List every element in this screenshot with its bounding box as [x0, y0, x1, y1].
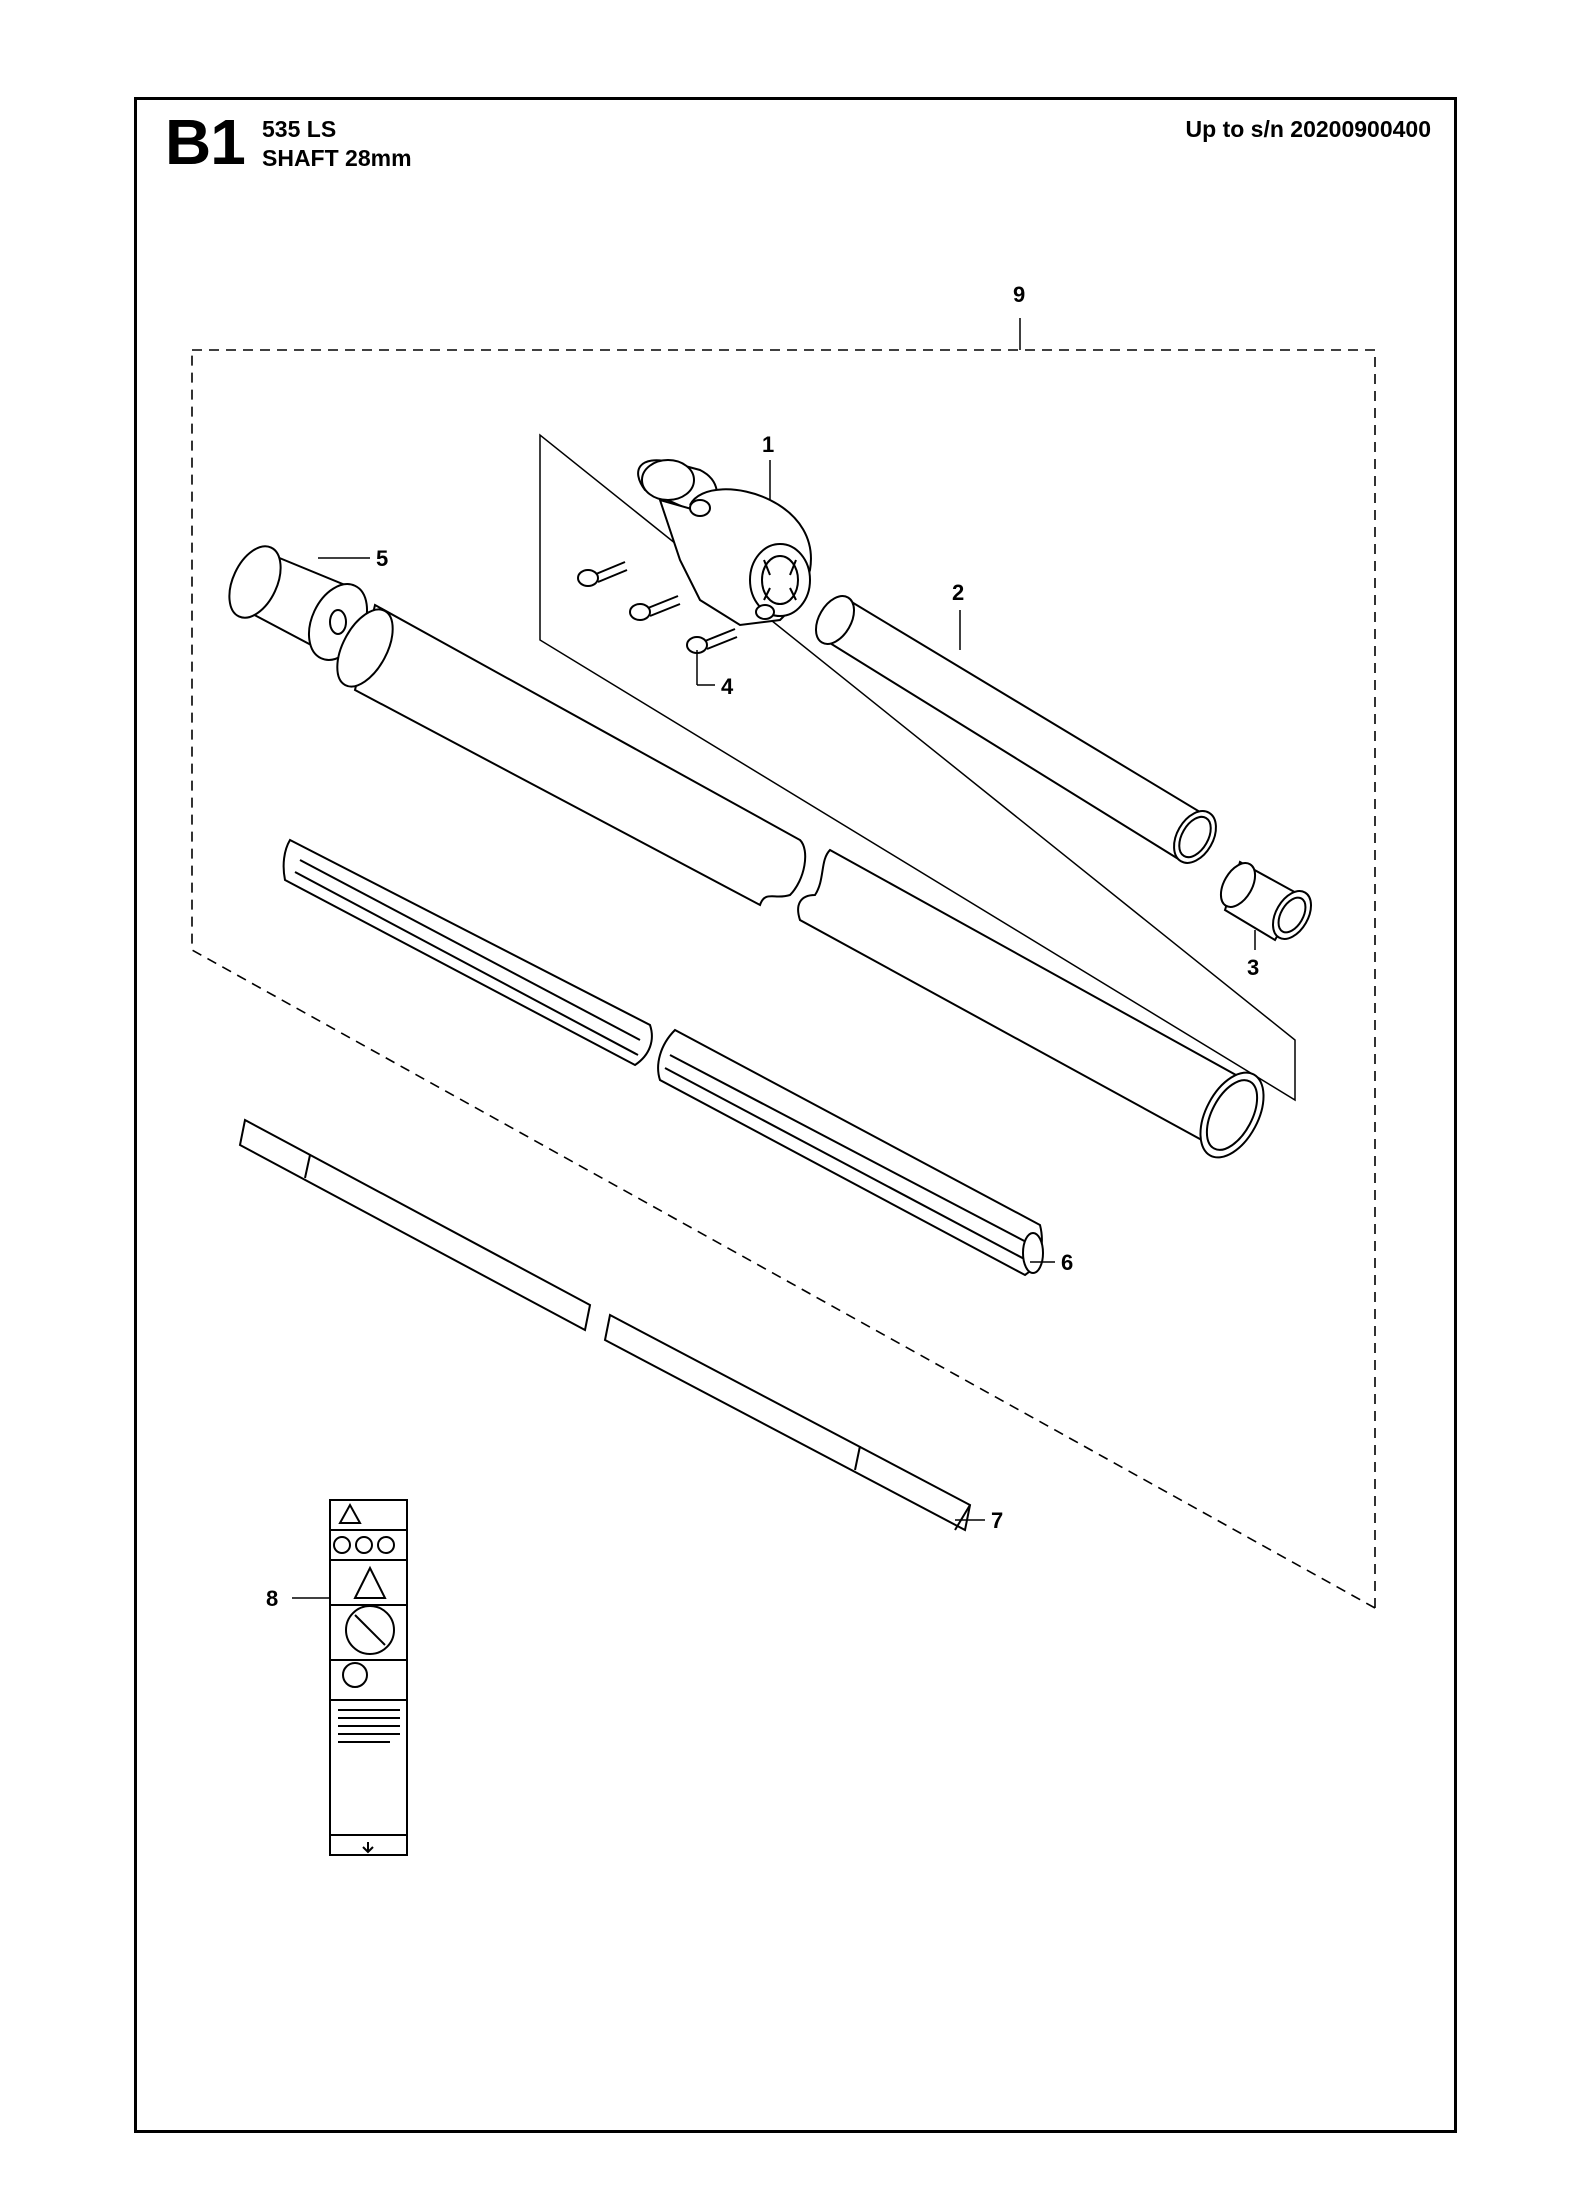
part-5-rear-plug	[228, 545, 369, 661]
explode-plane	[539, 433, 1296, 1102]
callout-4: 4	[721, 674, 734, 699]
callout-1: 1	[762, 432, 774, 457]
serial-range: Up to s/n 20200900400	[1185, 116, 1431, 142]
callout-6: 6	[1061, 1250, 1073, 1275]
callout-5: 5	[376, 546, 388, 571]
part-3-sleeve	[1219, 860, 1312, 942]
callout-3: 3	[1247, 955, 1259, 980]
callout-9: 9	[1013, 282, 1025, 307]
assembly-group-boundary	[191, 349, 1376, 1609]
part-4-screws	[577, 561, 738, 654]
page-frame	[134, 97, 1457, 2133]
callout-2: 2	[952, 580, 964, 605]
part-2-short-tube	[815, 595, 1217, 864]
part-1-clamp-coupling	[637, 459, 812, 627]
part-8-warning-decal	[329, 1499, 408, 1856]
part-6-guard-channel	[282, 838, 1044, 1277]
main-shaft-tube	[336, 603, 1265, 1159]
part-7-drive-shaft	[238, 1118, 972, 1532]
callout-7: 7	[991, 1508, 1003, 1533]
callout-8: 8	[266, 1586, 278, 1611]
model-name: 535 LS	[262, 116, 337, 142]
diagram-subtitle: SHAFT 28mm	[262, 145, 412, 171]
section-code: B1	[165, 106, 246, 178]
